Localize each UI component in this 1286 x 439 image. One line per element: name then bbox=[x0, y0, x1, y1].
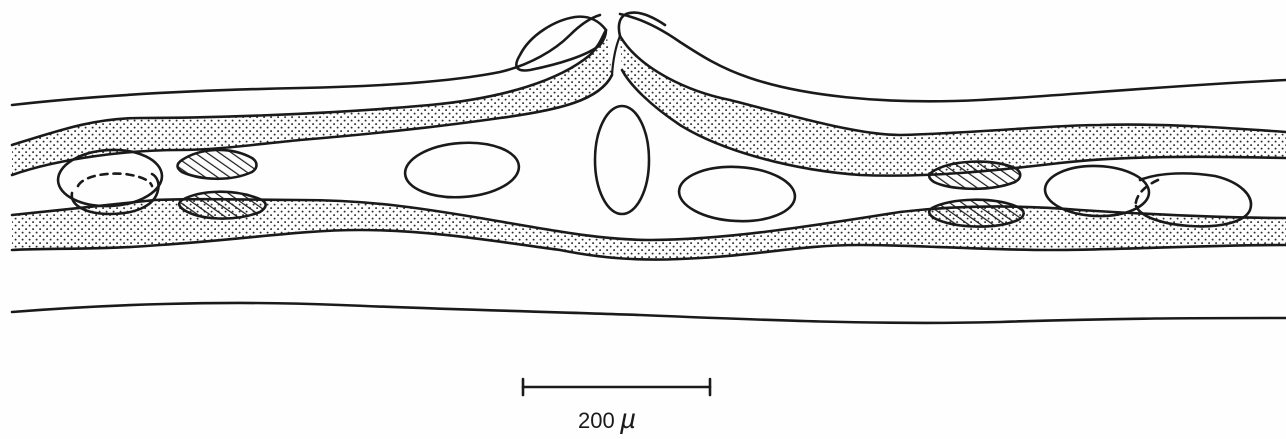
lens-left-hidden-edge bbox=[78, 174, 152, 186]
stippled-band-upper-right bbox=[620, 36, 1286, 176]
scale-bar-unit: µ bbox=[619, 403, 636, 434]
scale-bar bbox=[523, 379, 710, 395]
ellipse-center-left bbox=[403, 139, 520, 201]
scale-bar-value: 200 bbox=[578, 408, 615, 433]
ellipse-center-right bbox=[678, 164, 797, 224]
hatched-body-left-lower bbox=[179, 192, 265, 219]
ellipse-center-vertical bbox=[595, 106, 649, 214]
central-midline bbox=[612, 36, 620, 75]
hatched-body-left-upper bbox=[178, 150, 257, 179]
hatched-body-right-lower bbox=[929, 200, 1023, 227]
hatched-body-right-upper bbox=[929, 162, 1020, 189]
outer-boundary-top-right bbox=[620, 14, 1286, 101]
outer-boundary-bottom bbox=[12, 303, 1286, 323]
